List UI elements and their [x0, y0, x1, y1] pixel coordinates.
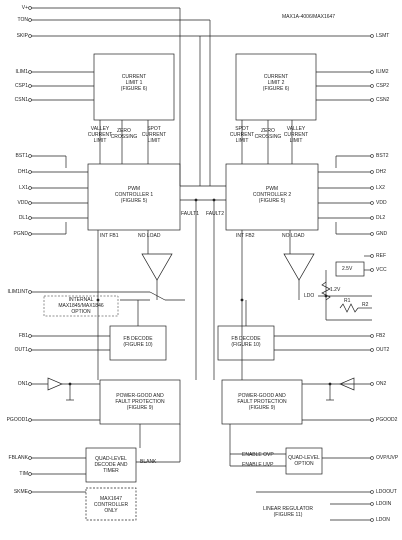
pin-lsmt: LSMT [376, 33, 390, 39]
signal-int-fb1: INT FB1 [100, 233, 119, 239]
pin-skme: SKME [13, 489, 28, 495]
block-current-limit-2: CURRENT LIMIT 2 (FIGURE 6) [262, 74, 290, 92]
block-quad-level-decode: QUAD-LEVEL DECODE AND TIMER [94, 456, 128, 474]
signal-enable-ovp: ENABLE OVP [242, 452, 274, 458]
pin-fb1: FB1 [18, 333, 28, 339]
pin-dh2: DH2 [376, 169, 387, 175]
signal-fault2: FAULT2 [206, 211, 224, 217]
signal-zero-crossing-1: ZERO CROSSING [110, 128, 138, 140]
signal-int-fb2: INT FB2 [236, 233, 255, 239]
pin-ldoin: LDOIN [376, 501, 392, 507]
pin-on2: ON2 [376, 381, 387, 387]
signal-no-load-2: NO LOAD [282, 233, 305, 239]
pin-on1: ON1 [17, 381, 28, 387]
signal-zero-crossing-2: ZERO CROSSING [254, 128, 282, 140]
block-pwm-controller-1: PWM CONTROLLER 1 (FIGURE 5) [114, 186, 154, 204]
signal-enable-uvp: ENABLE UVP [242, 462, 274, 468]
pin-pgood2: PGOOD2 [376, 417, 398, 423]
pin-dh1: DH1 [17, 169, 28, 175]
block-power-good-2: POWER-GOOD AND FAULT PROTECTION (FIGURE … [237, 393, 287, 411]
signal-fault1: FAULT1 [181, 211, 199, 217]
block-ovp-uvp-option: QUAD-LEVEL OPTION [288, 455, 320, 467]
signal-valley-current-limit-1: VALLEY CURRENT LIMIT [87, 126, 113, 144]
block-pwm-controller-2: PWM CONTROLLER 2 (FIGURE 5) [252, 186, 292, 204]
pin-csn2: CSN2 [376, 97, 390, 103]
signal-ref-1p2v: 1.2V [330, 287, 341, 293]
signal-valley-current-limit-2: VALLEY CURRENT LIMIT [283, 126, 309, 144]
pin-ilim-ctl: ILIM1INT [7, 289, 28, 295]
pin-skip: SKIP [16, 33, 28, 39]
signal-blank: BLANK [140, 459, 157, 465]
signal-ref-25v: 2.5V [342, 266, 353, 272]
pin-lx2: LX2 [376, 185, 385, 191]
pin-ldoout: LDOOUT [376, 489, 397, 495]
pin-bst1: BST1 [15, 153, 28, 159]
pin-ton: TON [17, 17, 28, 23]
pin-dl1: DL1 [18, 215, 28, 221]
pin-vcc: VCC [376, 267, 387, 273]
pin-gnd: GND [376, 231, 388, 237]
signal-r2: R2 [362, 302, 369, 308]
pin-csp2: CSP2 [376, 83, 390, 89]
block-fb-decode-2: FB DECODE (FIGURE 10) [231, 336, 261, 348]
block-linear-regulator: LINEAR REGULATOR (FIGURE 11) [262, 506, 314, 518]
pin-ovpuvp: OVP/UVP [376, 455, 399, 461]
signal-r1: R1 [344, 298, 351, 304]
signal-no-load-1: NO LOAD [138, 233, 161, 239]
pin-csp1: CSP1 [14, 83, 28, 89]
block-max1647-only: MAX1647 CONTROLLER ONLY [93, 496, 129, 514]
block-internal-option: INTERNAL MAX1845/MAX1846 OPTION [58, 297, 104, 315]
block-current-limit-1: CURRENT LIMIT 1 (FIGURE 6) [120, 74, 148, 92]
pin-lx1: LX1 [19, 185, 28, 191]
pin-out2: OUT2 [376, 347, 390, 353]
part-number-label: MAX1A-4006/MAX1647 [282, 14, 336, 20]
pin-pgnd: PGND [13, 231, 28, 237]
block-fb-decode-1: FB DECODE (FIGURE 10) [123, 336, 153, 348]
pin-vdd-right: VDD [376, 200, 387, 206]
pin-fblank: FBLANK [8, 455, 28, 461]
pin-ref: REF [376, 253, 386, 259]
pin-ilim2: ILIM2 [376, 69, 389, 75]
pin-ldon: LDON [376, 517, 390, 523]
pin-bst2: BST2 [376, 153, 389, 159]
pin-out1: OUT1 [14, 347, 28, 353]
pin-vplus: V+ [21, 5, 28, 11]
signal-spot-current-limit-2: SPOT CURRENT LIMIT [229, 126, 255, 144]
signal-spot-current-limit-1: SPOT CURRENT LIMIT [141, 126, 167, 144]
pin-vdd-left: VDD [17, 200, 28, 206]
pin-csn1: CSN1 [14, 97, 28, 103]
pin-tim: TIM [19, 471, 28, 477]
signal-ldo: LDO [304, 293, 315, 299]
pin-fb2: FB2 [376, 333, 386, 339]
pin-ilim1: ILIM1 [15, 69, 28, 75]
block-power-good-1: POWER-GOOD AND FAULT PROTECTION (FIGURE … [115, 393, 165, 411]
pin-pgood1: PGOOD1 [6, 417, 28, 423]
pin-dl2: DL2 [376, 215, 386, 221]
